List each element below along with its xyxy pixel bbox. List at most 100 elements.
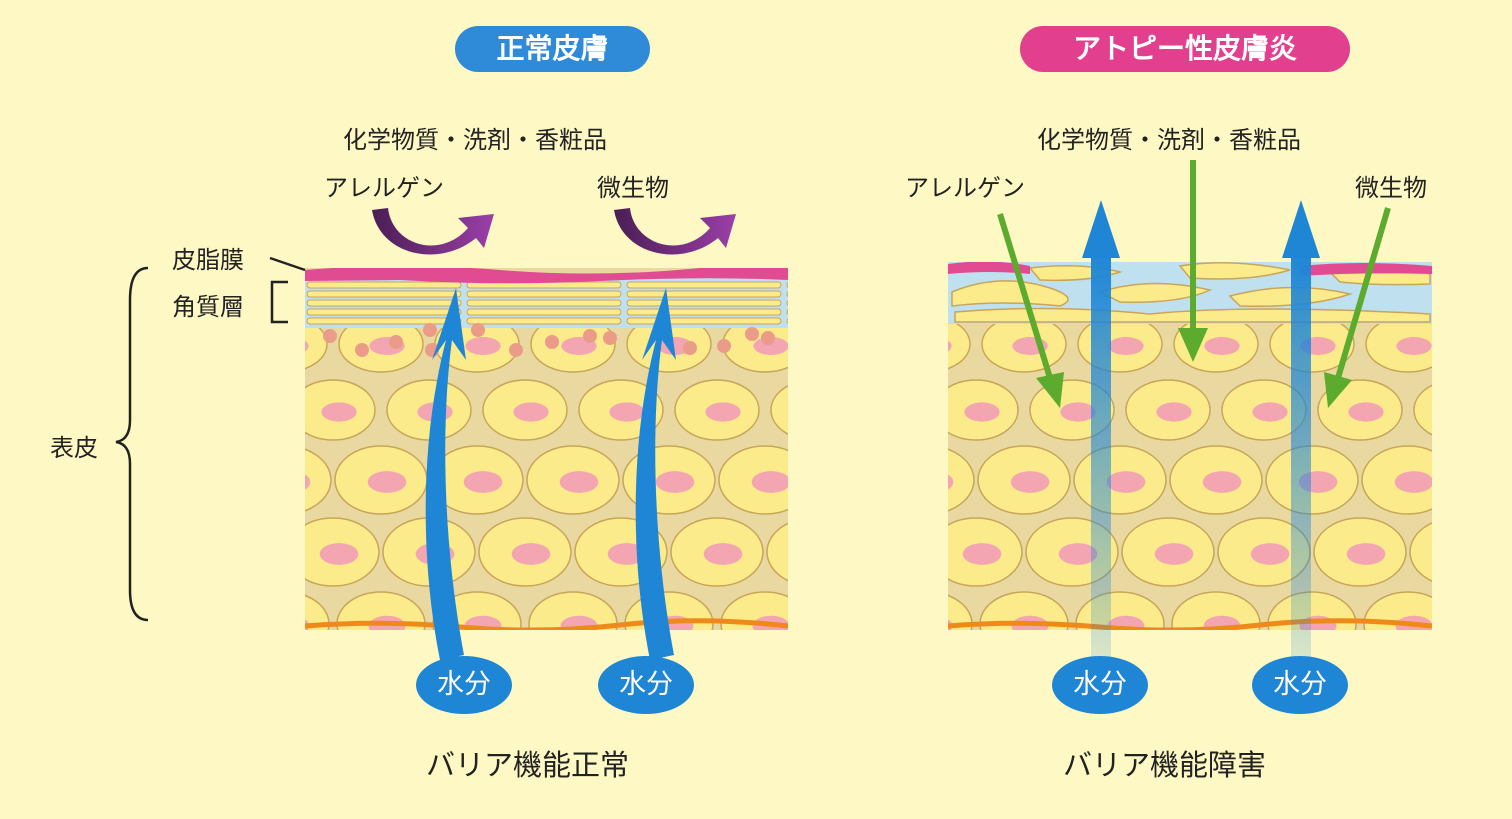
up-arrow-icon [1282,200,1320,258]
cell [766,522,788,582]
sebum-membrane [305,268,788,284]
nucleus [1204,337,1240,355]
corneocyte [306,308,462,316]
down-arrow-icon [1178,328,1208,362]
stratum-corneum-label: 角質層 [172,293,244,321]
water-badge: 水分 [416,656,512,714]
nucleus [1106,471,1146,493]
water-badge: 水分 [598,656,694,714]
corneocyte [626,290,782,298]
moisture-arrow-2 [635,288,676,660]
normal-skin-section [305,268,839,630]
corneocyte [626,308,782,316]
granule [545,335,559,349]
nucleus [962,543,1002,565]
nucleus [305,340,309,352]
epidermis-cells [948,315,1432,630]
down-arrow-icon [1036,372,1064,408]
curved-arrow-icon [372,208,494,255]
normal-skin-badge: 正常皮膚 [455,26,650,72]
stratum-corneum [305,276,788,328]
corneocyte [306,299,462,307]
nucleus [1346,543,1386,565]
corneocyte [466,299,622,307]
granular-layer [323,323,775,357]
normal-barrier-caption: バリア機能正常 [426,748,630,782]
granule [471,323,485,337]
nucleus [1348,402,1384,422]
cell [305,448,332,512]
corneocyte [626,281,782,289]
cell [1409,522,1432,582]
nucleus [948,340,952,352]
corneocyte [466,308,622,316]
chemicals-label: 化学物質・洗剤・香粧品 [1037,126,1301,154]
nucleus [465,337,501,355]
up-arrow-icon [1082,200,1120,258]
nucleus [513,402,549,422]
nucleus [1010,471,1050,493]
epidermis-label: 表皮 [50,434,98,462]
impaired-barrier-caption: バリア機能障害 [1063,748,1267,782]
granule [717,339,731,353]
nucleus [1394,471,1432,493]
nucleus [1396,337,1432,355]
microbe-label: 微生物 [597,174,669,202]
water-badge: 水分 [1052,656,1148,714]
nucleus [511,543,551,565]
nucleus [321,402,357,422]
basement-membrane [948,618,1432,630]
granule [761,331,775,345]
curved-arrow-icon [614,208,736,255]
cell [948,448,975,512]
chemicals-label: 化学物質・洗剤・香粧品 [343,126,607,154]
nucleus [609,402,645,422]
allergen-label: アレルゲン [905,174,1025,202]
water-badge: 水分 [1252,656,1348,714]
nucleus [800,543,839,565]
nucleus [705,402,741,422]
deflection-arrows [372,208,736,255]
sebum-membrane-label: 皮脂膜 [172,246,244,274]
granule [683,341,697,355]
nucleus [463,471,503,493]
moisture-arrow-1 [425,288,466,660]
corneocyte [786,291,788,297]
moisture-retained-arrows [425,288,676,660]
cell [305,318,328,370]
corneocyte [306,281,462,289]
atopic-skin-badge: アトピー性皮膚炎 [1020,26,1350,72]
moisture-loss-arrows [1082,200,1320,662]
nucleus [801,402,836,421]
nucleus [964,402,1000,422]
microbe-label: 微生物 [1355,174,1427,202]
corneocyte [466,317,622,325]
nucleus [1156,402,1192,422]
granule [745,327,759,341]
nucleus [948,474,954,490]
granule [423,323,437,337]
nucleus [305,474,311,490]
allergen-label: アレルゲン [324,174,444,202]
granule [509,343,523,357]
nucleus [1060,402,1096,422]
cell [1413,384,1432,436]
down-arrow-icon [1324,372,1352,408]
nucleus [948,619,953,630]
granule [355,343,369,357]
granule [603,331,617,345]
nucleus [655,471,695,493]
corneocyte [786,300,788,306]
granule [389,335,403,349]
corneocyte [786,318,788,324]
nucleus [367,471,407,493]
epidermis-bracket [115,256,306,622]
corneocyte [306,290,462,298]
nucleus [559,471,599,493]
nucleus [1108,337,1144,355]
nucleus [319,543,359,565]
nucleus [751,471,788,493]
basement-membrane [305,618,788,630]
